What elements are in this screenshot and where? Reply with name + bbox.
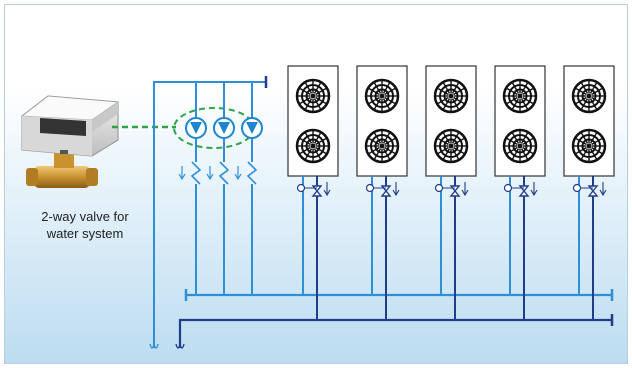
circulation-pump-icon [241,117,263,139]
check-valve-icon [218,161,230,185]
flow-arrow-icon [461,182,469,197]
flow-arrow-icon [234,166,242,181]
gauge-icon [365,183,386,193]
pipe-drain-symbol [149,343,159,349]
fan-icon [295,78,331,114]
valve-caption: 2-way valve for water system [10,208,160,242]
check-valve-icon [190,161,202,185]
fan-icon [364,78,400,114]
fan-icon [364,128,400,164]
check-valve-icon [246,161,258,185]
flow-arrow-icon [599,182,607,197]
supply-riser [153,81,266,348]
flow-arrow-icon [392,182,400,197]
outdoor-unit-icon [425,65,477,177]
circulation-pump-icon [185,117,207,139]
return-header [178,318,612,348]
outdoor-unit-icon [563,65,615,177]
fan-icon [502,128,538,164]
pipe-drain-symbol [175,343,185,349]
gauge-icon [503,183,524,193]
flow-arrow-icon [178,166,186,181]
outdoor-unit-icon [356,65,408,177]
gauge-icon [572,183,593,193]
outdoor-unit-icon [287,65,339,177]
fan-icon [433,78,469,114]
caption-line-1: 2-way valve for [41,209,129,224]
outdoor-unit-icon [494,65,546,177]
flow-arrow-icon [530,182,538,197]
circulation-pump-icon [213,117,235,139]
fan-icon [502,78,538,114]
gauge-icon [296,183,317,193]
two-way-valve-icon [20,95,120,188]
gauge-icon [434,183,455,193]
caption-line-2: water system [46,226,124,241]
fan-icon [571,78,607,114]
flow-arrow-icon [323,182,331,197]
fan-icon [571,128,607,164]
fan-icon [295,128,331,164]
flow-arrow-icon [206,166,214,181]
piping-network [149,65,615,349]
fan-icon [433,128,469,164]
